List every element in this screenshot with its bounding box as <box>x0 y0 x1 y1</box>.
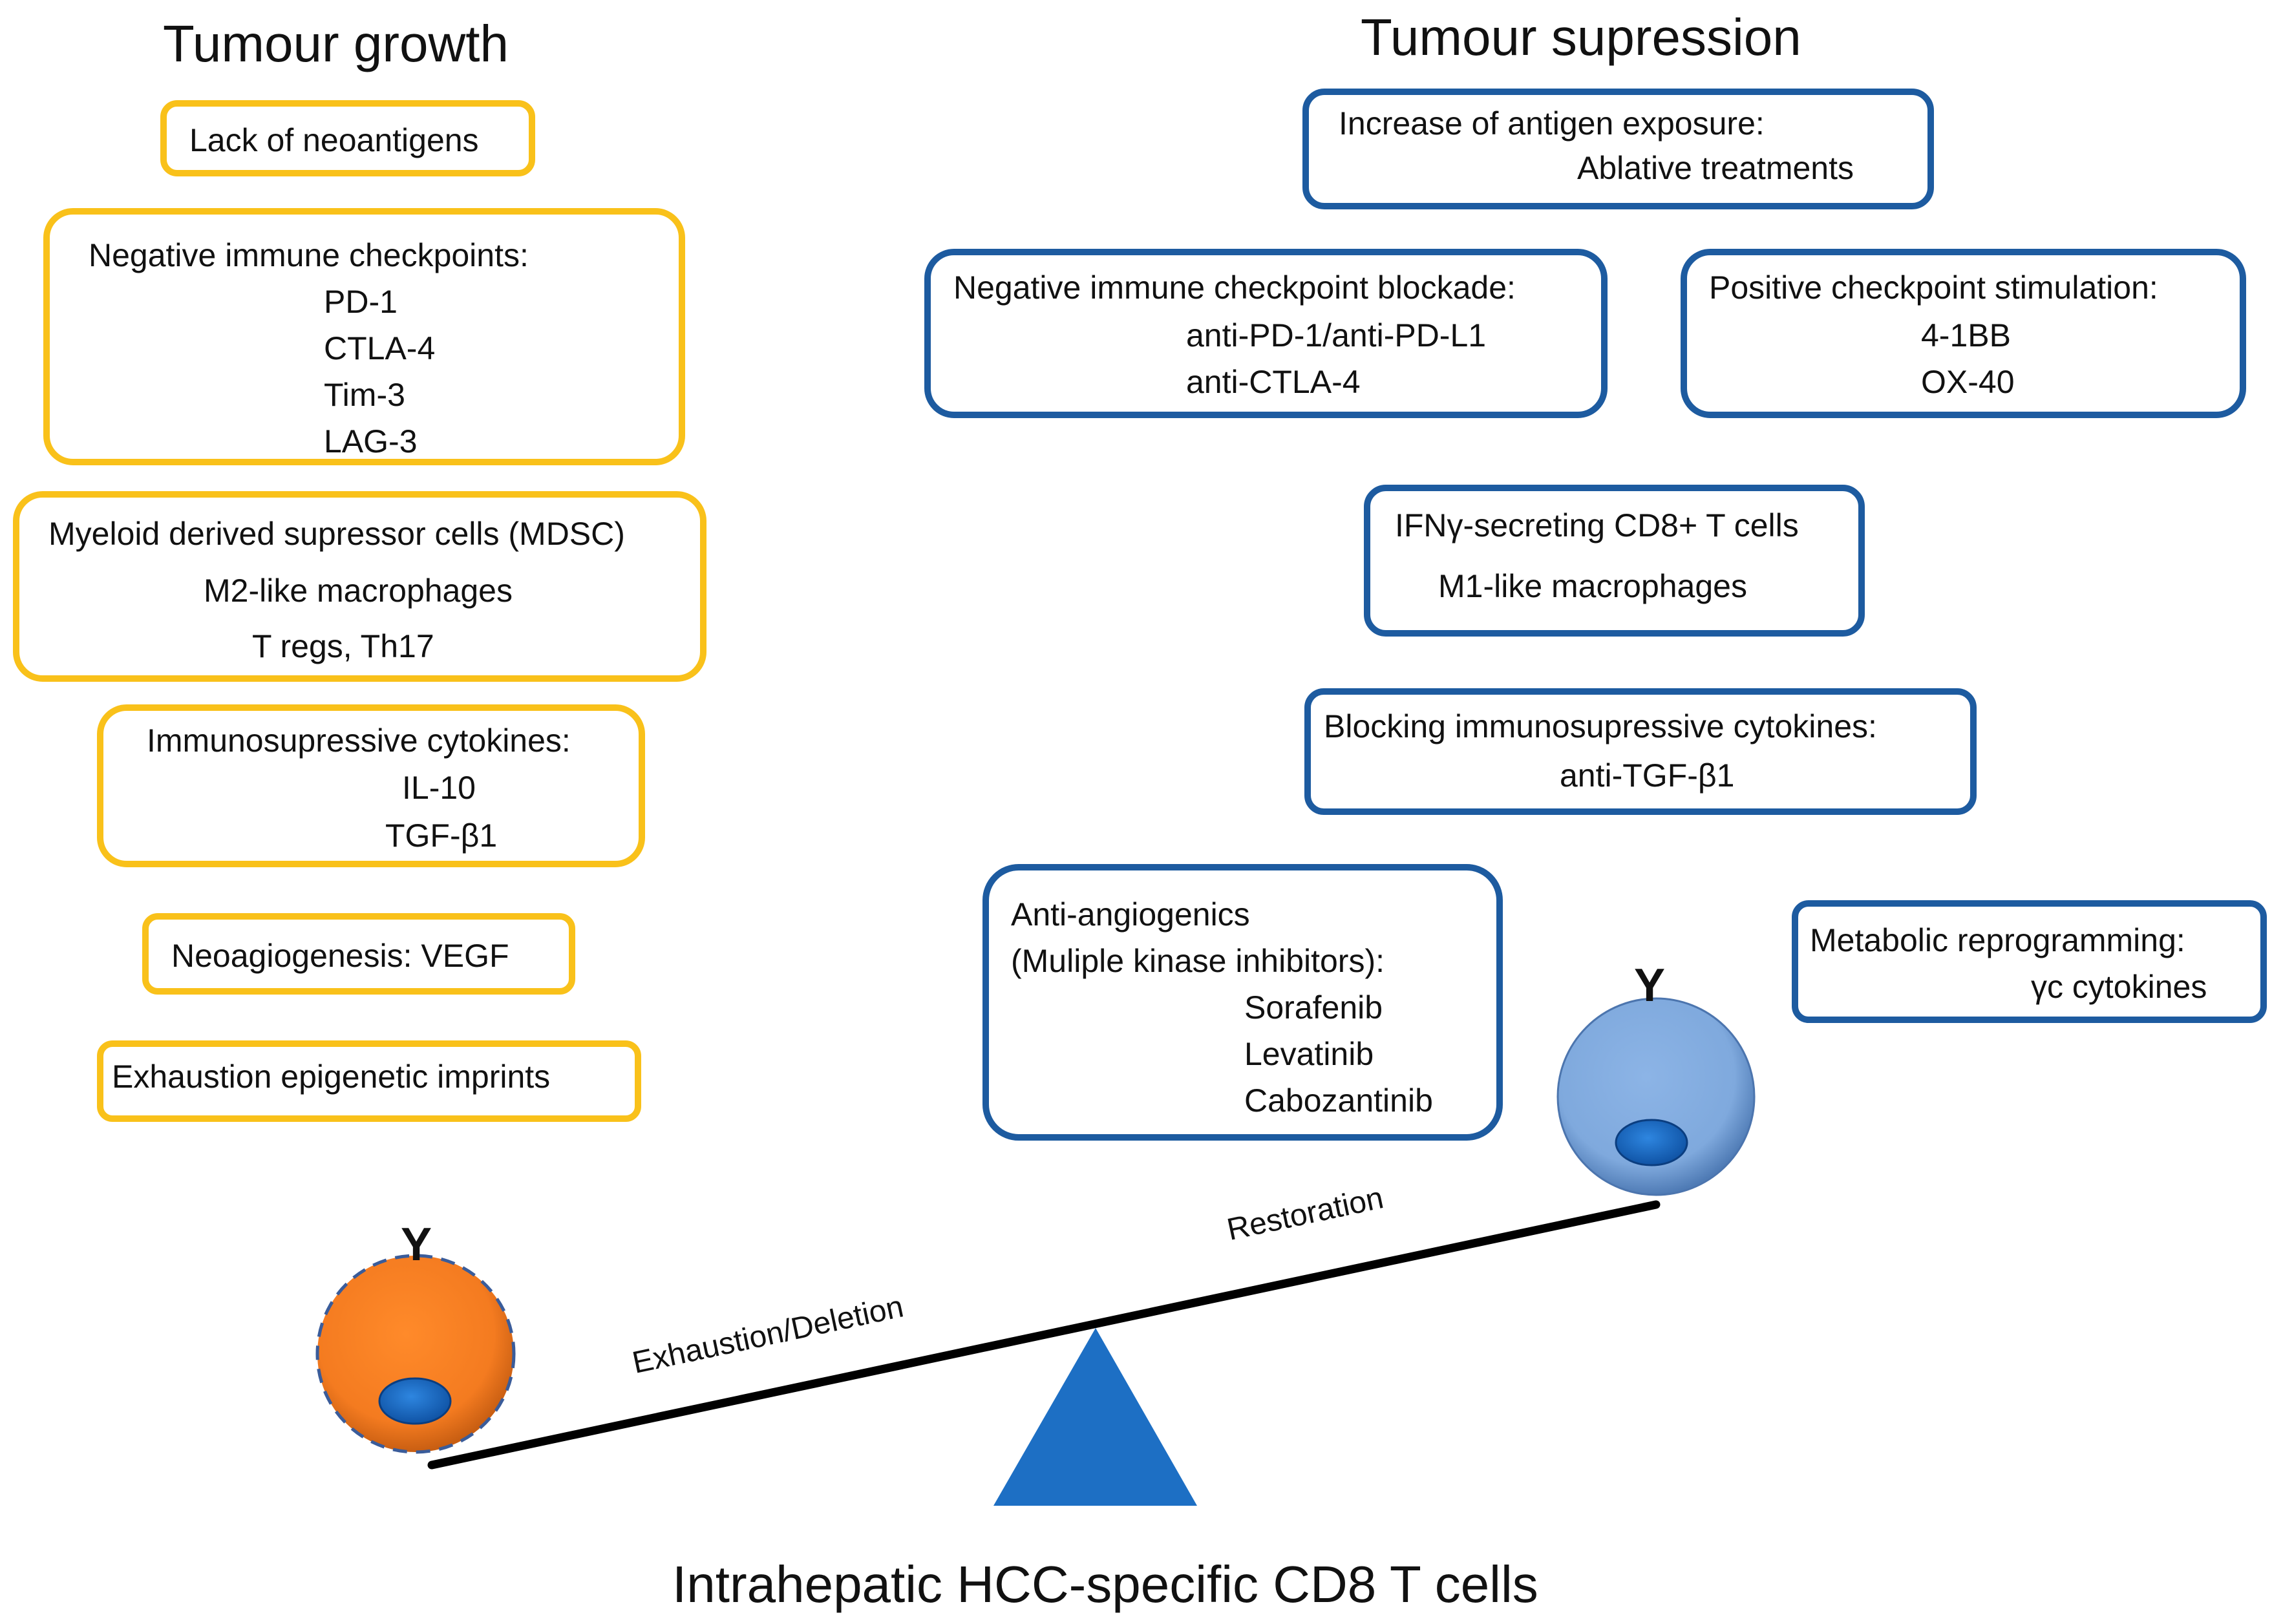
cells-item: M2-like macrophages <box>204 573 513 609</box>
cytokine-item: IL-10 <box>402 770 476 806</box>
checkpoint-item: LAG-3 <box>324 423 418 459</box>
seesaw-beam <box>427 1200 1661 1470</box>
checkpoint-item: Tim-3 <box>324 377 405 413</box>
antigen-item: Ablative treatments <box>1577 150 1854 186</box>
effector-item: IFNγ-secreting CD8+ T cells <box>1395 507 1799 543</box>
blockade-item: anti-CTLA-4 <box>1186 364 1361 400</box>
box-exhaustion-epigenetic-imprints: Exhaustion epigenetic imprints <box>97 1040 641 1122</box>
checkpoints-title: Negative immune checkpoints: <box>89 237 529 273</box>
text-neoagiogenesis: Neoagiogenesis: VEGF <box>171 938 509 974</box>
box-positive-checkpoint-stimulation: Positive checkpoint stimulation: 4-1BB O… <box>1681 249 2246 418</box>
antiangio-subtitle: (Muliple kinase inhibitors): <box>1011 943 1385 979</box>
blockade-title: Negative immune checkpoint blockade: <box>953 269 1516 306</box>
box-negative-immune-checkpoints: Negative immune checkpoints: PD-1 CTLA-4… <box>43 208 685 465</box>
box-lack-of-neoantigens: Lack of neoantigens <box>160 100 535 176</box>
box-checkpoint-blockade: Negative immune checkpoint blockade: ant… <box>924 249 1608 418</box>
figure-caption: Intrahepatic HCC-specific CD8 T cells <box>672 1555 1538 1613</box>
antiangio-item: Sorafenib <box>1244 989 1383 1026</box>
box-effector-cells: IFNγ-secreting CD8+ T cells M1-like macr… <box>1364 485 1865 637</box>
exhausted-cell <box>315 1254 516 1454</box>
antiangio-title: Anti-angiogenics <box>1011 896 1250 933</box>
box-immunosupressive-cytokines: Immunosupressive cytokines: IL-10 TGF-β1 <box>97 704 645 867</box>
restored-cell <box>1556 997 1756 1196</box>
heading-tumour-supression: Tumour supression <box>1361 8 1801 66</box>
effector-item: M1-like macrophages <box>1438 568 1747 604</box>
blocking-title: Blocking immunosupressive cytokines: <box>1324 708 1877 744</box>
receptor-y-icon: Y <box>401 1219 432 1271</box>
text-exhaustion-epigenetic: Exhaustion epigenetic imprints <box>112 1059 551 1095</box>
box-neoagiogenesis: Neoagiogenesis: VEGF <box>142 913 575 995</box>
blocking-item: anti-TGF-β1 <box>1560 757 1735 794</box>
cytokines-title: Immunosupressive cytokines: <box>147 722 571 759</box>
receptor-y-icon: Y <box>1634 960 1666 1011</box>
cells-item: T regs, Th17 <box>252 628 434 664</box>
stimulation-title: Positive checkpoint stimulation: <box>1709 269 2158 306</box>
box-anti-angiogenics: Anti-angiogenics (Muliple kinase inhibit… <box>982 864 1503 1141</box>
checkpoint-item: CTLA-4 <box>324 330 436 366</box>
seesaw-fulcrum <box>993 1328 1197 1506</box>
stimulation-item: 4-1BB <box>1921 317 2011 353</box>
blockade-item: anti-PD-1/anti-PD-L1 <box>1186 317 1487 353</box>
checkpoint-item: PD-1 <box>324 284 398 320</box>
metabolic-title: Metabolic reprogramming: <box>1810 922 2185 958</box>
cytokine-item: TGF-β1 <box>385 817 498 854</box>
box-increase-antigen-exposure: Increase of antigen exposure: Ablative t… <box>1302 89 1934 209</box>
box-metabolic-reprogramming: Metabolic reprogramming: γc cytokines <box>1792 900 2267 1023</box>
metabolic-item: γc cytokines <box>2031 969 2207 1005</box>
antiangio-item: Cabozantinib <box>1244 1082 1433 1119</box>
exhausted-cell-nucleus <box>378 1377 452 1425</box>
box-suppressor-cells: Myeloid derived supressor cells (MDSC) M… <box>13 491 706 682</box>
box-blocking-cytokines: Blocking immunosupressive cytokines: ant… <box>1304 688 1977 815</box>
cells-item: Myeloid derived supressor cells (MDSC) <box>48 516 625 552</box>
antiangio-item: Levatinib <box>1244 1036 1374 1072</box>
stimulation-item: OX-40 <box>1921 364 2015 400</box>
restored-cell-nucleus <box>1615 1119 1688 1166</box>
text-lack-of-neoantigens: Lack of neoantigens <box>189 122 479 158</box>
heading-tumour-growth: Tumour growth <box>163 15 509 72</box>
antigen-title: Increase of antigen exposure: <box>1339 105 1765 142</box>
